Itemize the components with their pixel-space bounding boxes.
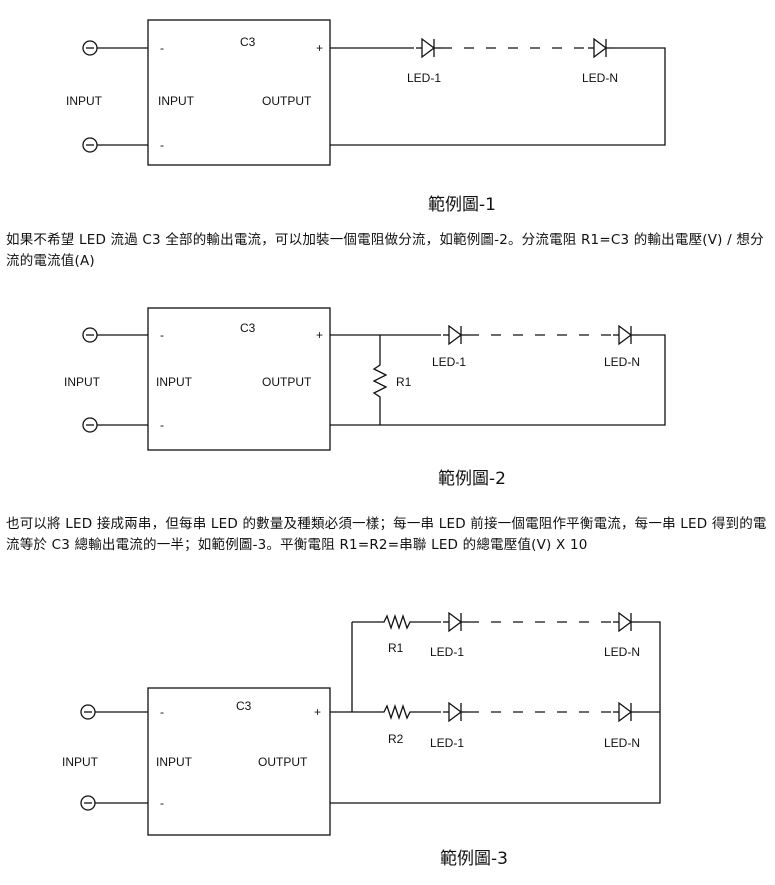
- minus-label: -: [160, 138, 164, 152]
- minus-label: -: [160, 41, 164, 55]
- resistor-icon: [352, 613, 441, 631]
- chip-label: C3: [240, 35, 256, 49]
- output-label: OUTPUT: [258, 755, 308, 769]
- plus-label: +: [316, 328, 323, 342]
- input-label: INPUT: [156, 375, 193, 389]
- resistor-icon: [372, 335, 388, 425]
- figure-caption: 範例圖-1: [428, 195, 496, 215]
- input-terminal-icon: [82, 417, 98, 433]
- minus-label: -: [160, 705, 164, 719]
- resistor-label: R2: [388, 732, 404, 746]
- figure-caption: 範例圖-2: [438, 469, 506, 489]
- led-icon: [612, 325, 640, 345]
- led-label: LED-1: [432, 355, 466, 369]
- input-terminal-icon: [82, 40, 98, 56]
- figure-1: - - + C3 INPUT INPUT OUTPUT LED-1 LED-N …: [66, 19, 666, 215]
- figure-3: - - + C3 INPUT INPUT OUTPUT R1 R2 LED-1 …: [62, 612, 661, 869]
- minus-label: -: [160, 418, 164, 432]
- chip-label: C3: [236, 699, 252, 713]
- resistor-icon: [352, 703, 441, 721]
- output-label: OUTPUT: [262, 375, 312, 389]
- led-label: LED-N: [604, 355, 640, 369]
- figure-caption: 範例圖-3: [440, 849, 508, 869]
- minus-label: -: [160, 328, 164, 342]
- led-label: LED-N: [604, 736, 640, 750]
- led-icon: [442, 325, 470, 345]
- output-label: OUTPUT: [262, 94, 312, 108]
- input-label: INPUT: [66, 94, 103, 108]
- figure-2: - - + C3 INPUT INPUT OUTPUT R1 LED-1 LED…: [64, 307, 666, 489]
- led-label: LED-1: [407, 71, 441, 85]
- input-terminal-icon: [82, 137, 98, 153]
- input-terminal-icon: [80, 795, 96, 811]
- led-icon: [442, 612, 470, 632]
- input-label: INPUT: [156, 755, 193, 769]
- input-label: INPUT: [158, 94, 195, 108]
- c3-module-box: [147, 19, 331, 166]
- led-icon: [587, 38, 615, 58]
- led-label: LED-N: [582, 71, 618, 85]
- resistor-label: R1: [396, 375, 412, 389]
- chip-label: C3: [240, 321, 256, 335]
- led-icon: [415, 38, 443, 58]
- plus-label: +: [316, 41, 323, 55]
- input-terminal-icon: [82, 327, 98, 343]
- input-label: INPUT: [62, 755, 99, 769]
- c3-module-box: [147, 307, 331, 451]
- resistor-label: R1: [388, 641, 404, 655]
- minus-label: -: [160, 796, 164, 810]
- paragraph-shunt-resistor: 如果不希望 LED 流過 C3 全部的輸出電流，可以加裝一個電阻做分流，如範例圖…: [6, 232, 764, 269]
- paragraph-two-strings: 也可以將 LED 接成兩串，但每串 LED 的數量及種類必須一樣；每一串 LED…: [6, 516, 767, 553]
- led-icon: [612, 612, 640, 632]
- input-label: INPUT: [64, 375, 101, 389]
- led-icon: [442, 702, 470, 722]
- plus-label: +: [314, 705, 321, 719]
- led-label: LED-1: [430, 645, 464, 659]
- led-icon: [612, 702, 640, 722]
- led-label: LED-1: [430, 736, 464, 750]
- led-label: LED-N: [604, 645, 640, 659]
- c3-module-box: [147, 687, 331, 836]
- input-terminal-icon: [80, 704, 96, 720]
